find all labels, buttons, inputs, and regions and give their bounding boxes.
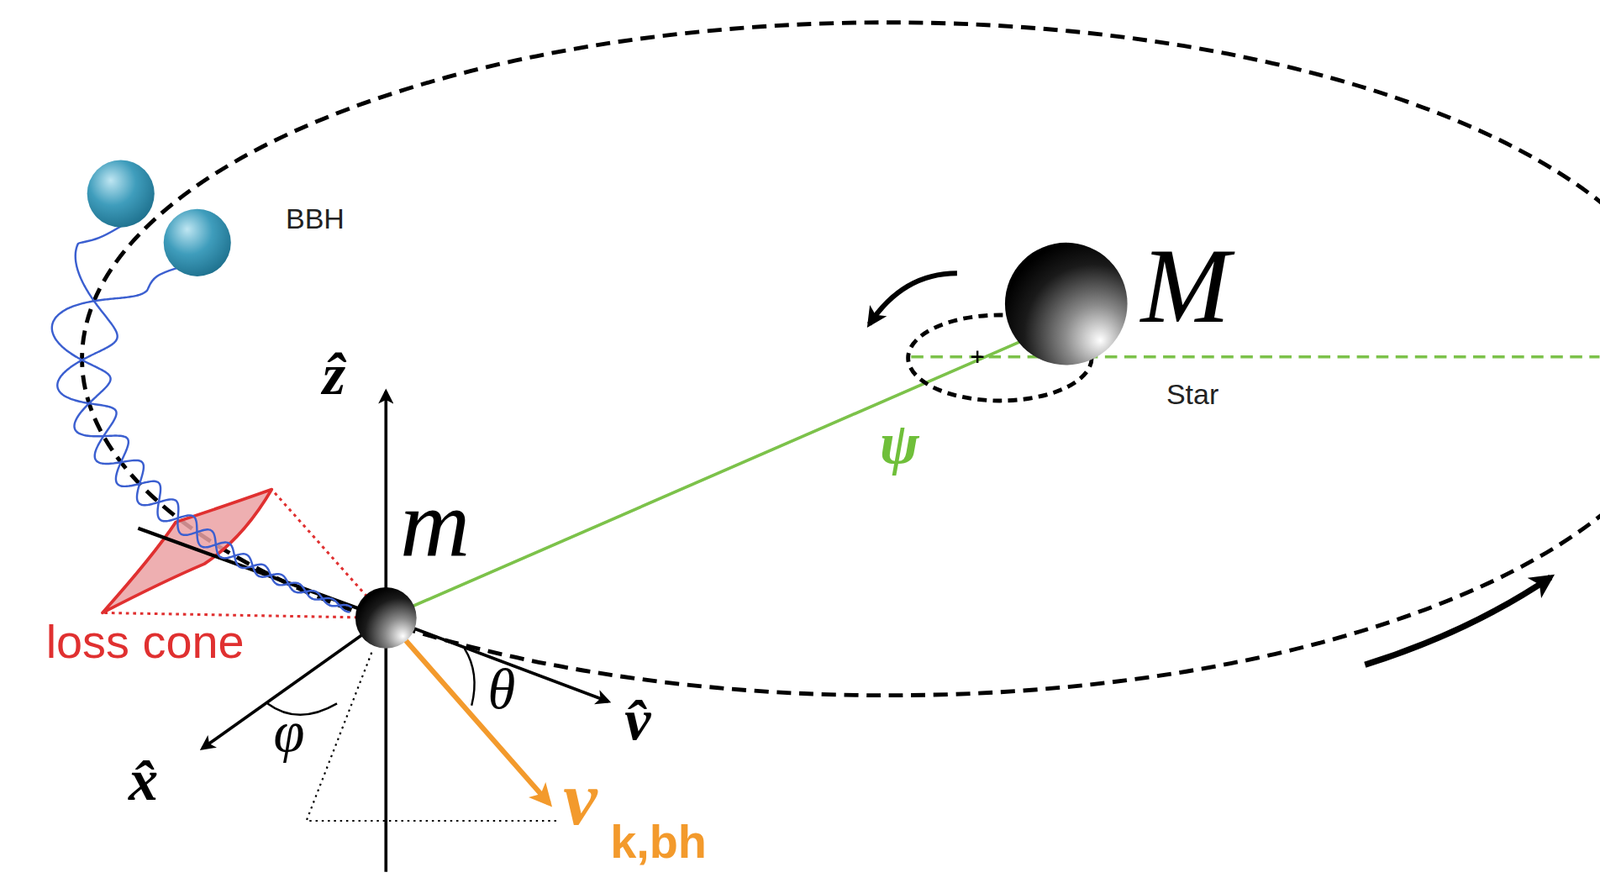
binary-label: BBH xyxy=(285,204,345,233)
loss-cone-label: loss cone xyxy=(46,618,245,666)
loss-cone-section xyxy=(102,489,272,614)
loss-cone-edge xyxy=(102,612,386,618)
angle-label: φ xyxy=(273,704,305,761)
kick-velocity-arrow xyxy=(385,617,549,804)
star-direction-arrow xyxy=(869,273,958,325)
wave-strand xyxy=(57,226,352,608)
center-of-mass-mark xyxy=(971,350,985,364)
gravitational-wave xyxy=(52,226,353,612)
orbit-direction-arrow xyxy=(1364,577,1551,665)
axis-label: x̂ xyxy=(128,750,158,810)
theta-arc xyxy=(464,648,475,706)
angle-label: θ xyxy=(487,661,516,718)
black-hole-sphere xyxy=(355,587,417,649)
projection-line xyxy=(306,652,557,822)
velocity-label: v xyxy=(563,760,597,837)
axis-label: v̂ xyxy=(624,689,651,749)
star-label: Star xyxy=(1166,379,1219,409)
black-hole-sphere xyxy=(163,209,232,277)
wave-strand xyxy=(52,267,351,613)
mass-label: m xyxy=(400,474,470,572)
mass-label: M xyxy=(1141,232,1231,341)
star-sphere xyxy=(1005,242,1128,366)
angle-label: ψ xyxy=(879,413,920,473)
reference-line xyxy=(910,355,1600,359)
black-hole-sphere xyxy=(87,160,155,228)
axis-label: ẑ xyxy=(322,344,346,404)
velocity-subscript: k,bh xyxy=(610,818,707,866)
orbit-ellipse xyxy=(82,22,1600,696)
